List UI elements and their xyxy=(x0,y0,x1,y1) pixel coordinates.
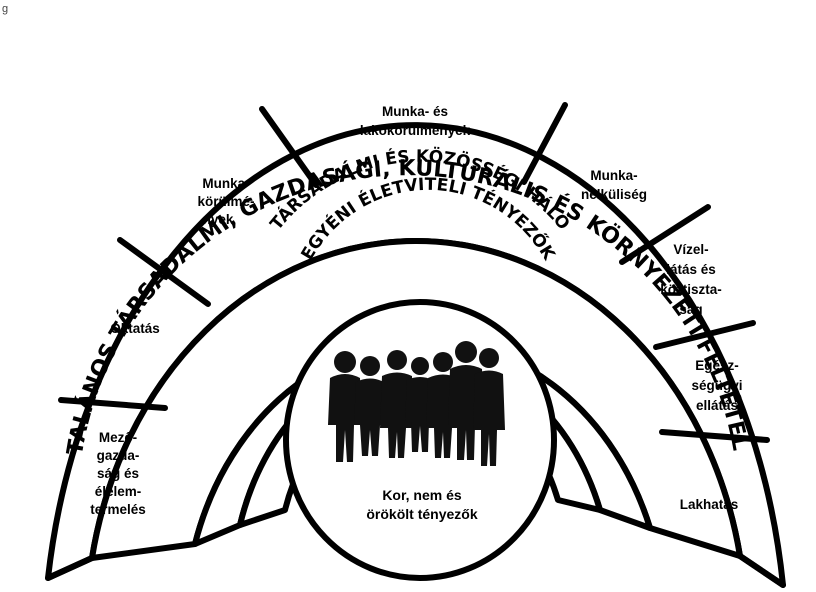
core-label-line: Kor, nem és xyxy=(382,487,462,503)
segment-label-line: gazda- xyxy=(97,448,140,463)
segment-label-line: köztiszta- xyxy=(660,282,722,297)
segment-label-line: Munka- xyxy=(590,168,637,183)
top-edge-fragment: g xyxy=(2,3,8,15)
segment-label-munkakorulmenyek: Munka- körülmé- nyek xyxy=(197,176,254,227)
divider-oktatas-munkakorulmenyek xyxy=(117,237,211,307)
segment-label-line: Munka- és xyxy=(382,104,448,119)
segment-label-line: ségügyi xyxy=(691,378,742,393)
segment-label-line: Oktatás xyxy=(110,321,160,336)
segment-label-line: ság xyxy=(679,302,702,317)
core-circle xyxy=(283,299,557,581)
divider-munkaeslakok-munkanelkuliseg xyxy=(521,102,568,185)
outer-ring-left-end xyxy=(45,555,95,581)
segment-label-munka-es-lakokorulmenyek: Munka- és lakókörülmények xyxy=(360,104,471,138)
segment-label-line: körülmé- xyxy=(197,194,254,209)
segment-label-line: termelés xyxy=(90,502,146,517)
divider-munkakorulmenyek-munkaeslakok xyxy=(259,106,319,188)
segment-label-vizellatas: Vízel- látás és köztiszta- ság xyxy=(660,242,722,317)
divider-mezogazdasag-oktatas xyxy=(58,397,168,411)
segment-label-line: lakókörülmények xyxy=(360,123,471,138)
segment-label-line: nélküliség xyxy=(581,187,647,202)
segment-label-munkanelkuliseg: Munka- nélküliség xyxy=(581,168,647,202)
segment-label-egeszsegugyi-ellatas: Egész- ségügyi ellátás xyxy=(691,358,742,413)
segment-label-line: ság és xyxy=(97,466,139,481)
divider-vizellatas-egeszsegugy xyxy=(653,320,756,350)
segment-label-line: nyek xyxy=(203,212,234,227)
core-label-line: örökölt tényezők xyxy=(366,506,477,522)
segment-label-line: Lakhatás xyxy=(680,497,739,512)
segment-label-lakhatas: Lakhatás xyxy=(680,497,739,512)
segment-label-line: Egész- xyxy=(695,358,739,373)
segment-label-line: élelem- xyxy=(95,484,142,499)
divider-munkanelkuliseg-vizellatas xyxy=(619,204,711,265)
segment-label-line: Mező- xyxy=(99,430,137,445)
divider-egeszsegugy-lakhatas xyxy=(659,429,770,443)
core-label: Kor, nem és örökölt tényezők xyxy=(366,487,477,522)
people-group-icon xyxy=(328,341,505,466)
outer-ring-right-end xyxy=(737,553,786,588)
segment-label-line: Munka- xyxy=(202,176,249,191)
segment-label-line: ellátás xyxy=(696,398,738,413)
segment-label-mezogazdasag: Mező- gazda- ság és élelem- termelés xyxy=(90,430,146,517)
segment-label-line: Vízel- xyxy=(673,242,708,257)
segment-label-oktatas: Oktatás xyxy=(110,321,160,336)
segment-label-line: látás és xyxy=(666,262,716,277)
